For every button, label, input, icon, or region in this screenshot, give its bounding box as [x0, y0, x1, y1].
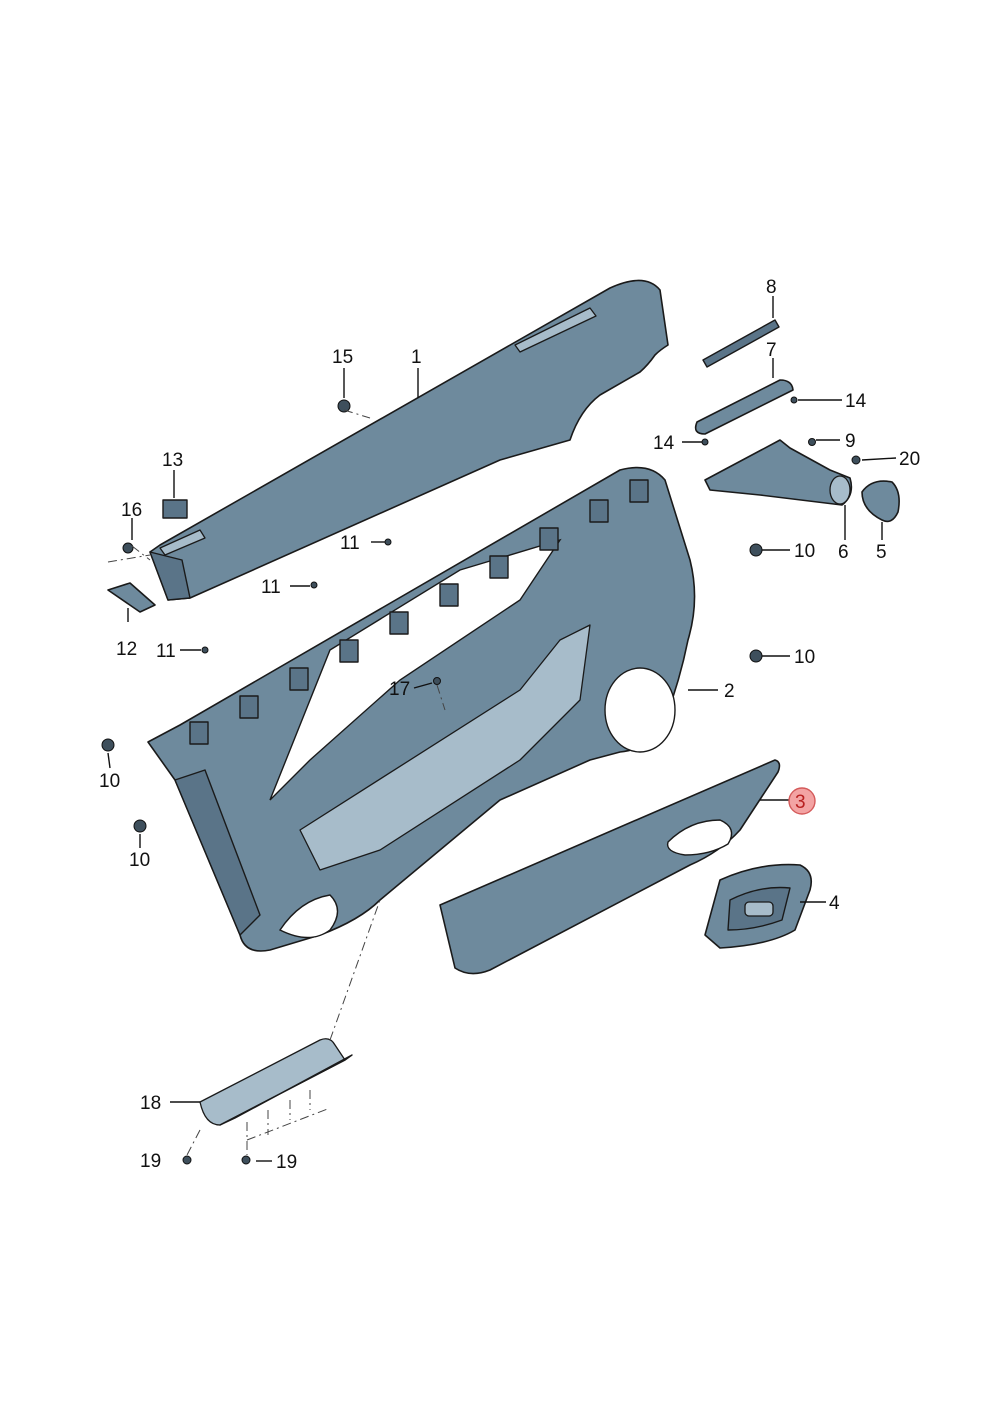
callout-4[interactable]: 4: [829, 893, 840, 914]
leader-lines: [107, 296, 897, 1162]
part-1-upper-trim[interactable]: [149, 279, 669, 601]
part-12-end-cap[interactable]: [107, 582, 156, 613]
part-18-pocket-trim[interactable]: [199, 1038, 353, 1126]
callout-20[interactable]: 20: [899, 449, 920, 470]
part-3-decor-insert[interactable]: [439, 759, 781, 975]
callout-14b[interactable]: 14: [653, 433, 675, 454]
fastener-11b: [310, 581, 318, 589]
speaker-opening: [604, 667, 676, 753]
fastener-16: [122, 542, 134, 554]
callout-6[interactable]: 6: [838, 542, 849, 563]
fastener-17: [433, 677, 441, 685]
callout-11a[interactable]: 11: [340, 533, 360, 554]
part-6-bracket[interactable]: [704, 439, 853, 506]
callout-8[interactable]: 8: [766, 277, 777, 298]
fastener-10c: [749, 543, 763, 557]
callout-2[interactable]: 2: [724, 681, 735, 702]
callout-5[interactable]: 5: [876, 542, 887, 563]
callout-17[interactable]: 17: [389, 679, 410, 700]
fastener-10d: [749, 649, 763, 663]
assembly-lines: [107, 409, 446, 1156]
callout-3[interactable]: 3: [795, 792, 806, 813]
fastener-10a: [101, 738, 115, 752]
callout-19a[interactable]: 19: [140, 1151, 161, 1172]
part-13-clip[interactable]: [162, 499, 188, 519]
callout-15[interactable]: 15: [332, 347, 353, 368]
callout-14a[interactable]: 14: [845, 391, 867, 412]
callout-3-highlight: [788, 787, 816, 815]
fastener-9: [808, 438, 816, 446]
callout-11b[interactable]: 11: [261, 577, 281, 598]
callout-10d[interactable]: 10: [129, 850, 150, 871]
part-8-cover-strip[interactable]: [702, 319, 780, 368]
callout-10a[interactable]: 10: [794, 541, 815, 562]
callout-12[interactable]: 12: [116, 639, 137, 660]
fastener-11a: [384, 538, 392, 546]
part-7-switch-strip[interactable]: [694, 379, 794, 435]
callout-10b[interactable]: 10: [794, 647, 815, 668]
fastener-20: [851, 455, 861, 465]
fastener-15: [337, 399, 351, 413]
callout-1[interactable]: 1: [411, 347, 422, 368]
fastener-14a: [790, 396, 798, 404]
callout-labels: 1 15 2 3 4 5 6 7 8 14 14 9 20 10 10 11 1…: [99, 277, 920, 1173]
part-4-door-handle[interactable]: [704, 863, 813, 949]
callout-10c[interactable]: 10: [99, 771, 120, 792]
upper-clip-row: [189, 479, 649, 745]
fastener-19b: [241, 1155, 251, 1165]
callout-18[interactable]: 18: [140, 1093, 161, 1114]
part-5-bezel[interactable]: [861, 480, 900, 523]
fastener-10b: [133, 819, 147, 833]
callout-16[interactable]: 16: [121, 500, 142, 521]
fastener-19a: [182, 1155, 192, 1165]
callout-7[interactable]: 7: [766, 340, 777, 361]
part-2-door-panel[interactable]: [147, 466, 696, 952]
fastener-11c: [201, 646, 209, 654]
fastener-14b: [701, 438, 709, 446]
callout-19b[interactable]: 19: [276, 1152, 297, 1173]
callout-11c[interactable]: 11: [156, 641, 176, 662]
callout-13[interactable]: 13: [162, 450, 183, 471]
callout-9[interactable]: 9: [845, 431, 856, 452]
